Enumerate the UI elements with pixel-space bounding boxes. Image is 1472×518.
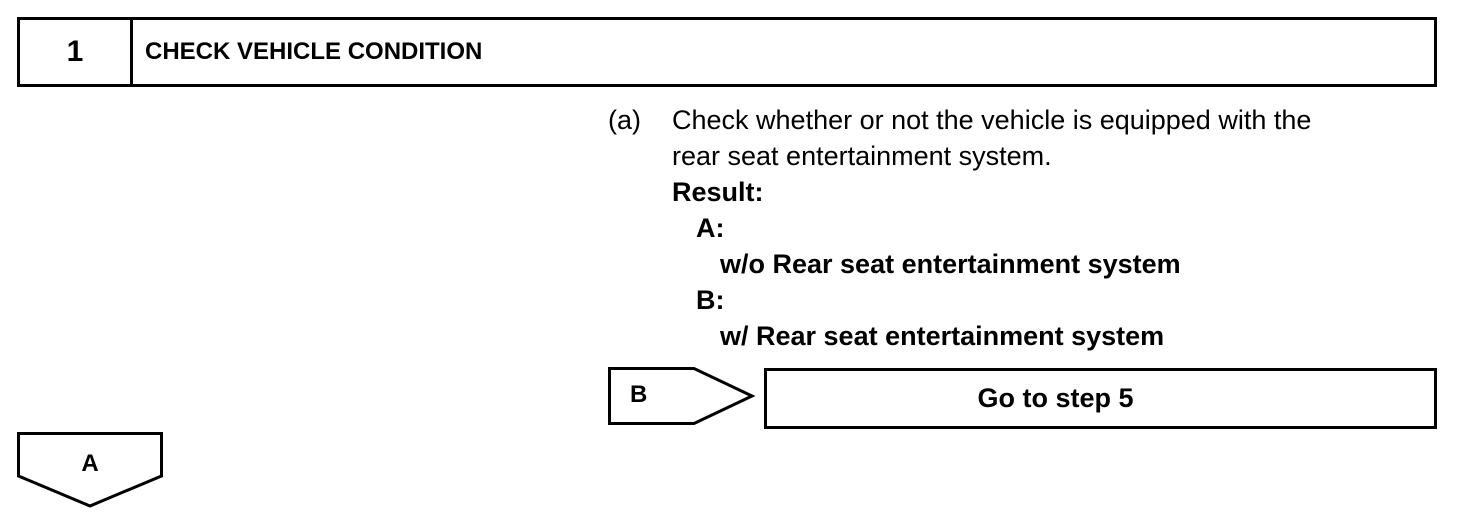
result-a-key: A: [696, 213, 725, 243]
result-b-key: B: [696, 285, 725, 315]
branch-a-arrow: A [17, 432, 163, 508]
branch-b-arrow: B [608, 367, 758, 425]
branch-b-label: B [630, 381, 648, 408]
step-title: CHECK VEHICLE CONDITION [145, 38, 483, 65]
down-arrow-shape [17, 432, 163, 508]
instruction-line-2: rear seat entertainment system. [672, 141, 1052, 171]
goto-step-box: Go to step 5 [764, 368, 1437, 429]
instruction-block: (a) Check whether or not the vehicle is … [608, 102, 1428, 354]
step-number: 1 [20, 20, 133, 84]
instruction-marker: (a) [608, 105, 641, 135]
result-label: Result: [672, 177, 764, 207]
result-a-description: w/o Rear seat entertainment system [720, 249, 1181, 279]
instruction-body: Check whether or not the vehicle is equi… [672, 102, 1428, 354]
right-arrow-shape [608, 367, 756, 425]
instruction-line-1: Check whether or not the vehicle is equi… [672, 105, 1312, 135]
step-header: 1 CHECK VEHICLE CONDITION [17, 17, 1437, 87]
result-b-description: w/ Rear seat entertainment system [720, 321, 1165, 351]
branch-a-label: A [81, 450, 99, 477]
